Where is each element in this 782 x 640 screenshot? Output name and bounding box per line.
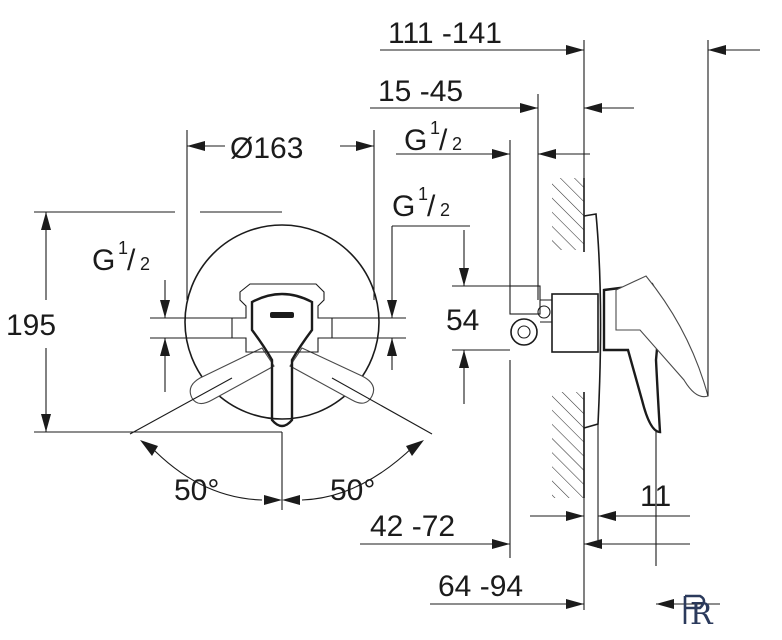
dim-54: 54 bbox=[446, 304, 479, 337]
dim-g-left-num: 1 bbox=[118, 238, 128, 258]
handle bbox=[250, 292, 314, 428]
dim-g-left-den: 2 bbox=[140, 254, 150, 274]
wall-lower bbox=[552, 392, 584, 498]
dim-g-mid-den: 2 bbox=[440, 200, 450, 220]
dim-g-top-num: 1 bbox=[430, 118, 440, 138]
dim-g-mid-main: G bbox=[392, 190, 415, 223]
dim-g-left-slash: / bbox=[127, 244, 136, 277]
brand-logo: R bbox=[683, 594, 714, 632]
dim-111-141: 111 -141 bbox=[388, 17, 502, 50]
valve-body bbox=[231, 283, 333, 353]
dim-195: 195 bbox=[6, 309, 56, 342]
dim-g-mid-slash: / bbox=[427, 190, 436, 223]
dim-50-left: 50° bbox=[174, 474, 219, 507]
dim-g-mid-num: 1 bbox=[418, 184, 428, 204]
side-lever-ghost bbox=[615, 275, 709, 398]
lever-ghost-left bbox=[189, 347, 275, 405]
side-rosette bbox=[583, 213, 602, 429]
side-view bbox=[360, 40, 760, 610]
wall-upper bbox=[552, 178, 584, 250]
dim-42-72: 42 -72 bbox=[370, 510, 455, 543]
dim-g-top-slash: / bbox=[439, 124, 448, 157]
dim-50-right: 50° bbox=[330, 474, 375, 507]
dim-g-top-main: G bbox=[404, 124, 427, 157]
dim-g-left-main: G bbox=[92, 244, 115, 277]
front-view bbox=[34, 130, 470, 510]
brand-logo-text: R bbox=[690, 597, 714, 632]
rosette-circle bbox=[184, 224, 380, 420]
dim-diameter: Ø163 bbox=[230, 132, 303, 165]
dim-64-94: 64 -94 bbox=[438, 570, 523, 603]
dim-15-45: 15 -45 bbox=[378, 75, 463, 108]
dim-g-top-den: 2 bbox=[452, 134, 462, 154]
dim-11: 11 bbox=[640, 480, 671, 513]
handle-indicator bbox=[270, 312, 294, 318]
side-valve-body bbox=[551, 293, 599, 353]
